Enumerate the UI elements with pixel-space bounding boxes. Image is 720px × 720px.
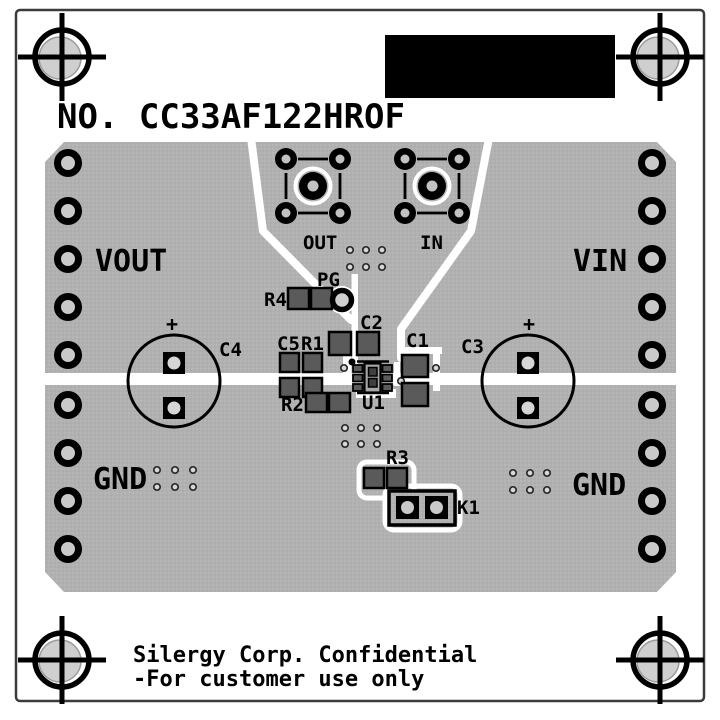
component-r4 — [286, 286, 334, 311]
net-label-gnd-left: GND — [93, 462, 147, 497]
footer-line2: -For customer use only — [133, 667, 424, 692]
left-pad-column — [54, 149, 82, 563]
through-hole-pad — [638, 391, 666, 419]
via-grid-below-u1 — [340, 423, 382, 449]
through-hole-pad — [638, 487, 666, 515]
connector-label-in: IN — [420, 232, 443, 254]
label-blackout-rectangle — [385, 35, 615, 98]
fiducial-mark-bottom-left — [18, 616, 106, 704]
through-hole-pad — [54, 535, 82, 563]
through-hole-pad — [638, 149, 666, 177]
ref-label-r3: R3 — [386, 447, 409, 469]
through-hole-pad — [638, 293, 666, 321]
component-c2 — [327, 330, 381, 357]
net-label-pg: PG — [317, 269, 340, 291]
ref-label-c1: C1 — [406, 330, 429, 352]
through-hole-pad — [638, 341, 666, 369]
through-hole-pad — [54, 391, 82, 419]
pg-test-point — [329, 287, 355, 313]
ref-label-r1: R1 — [301, 333, 324, 355]
sma-connector-out — [275, 148, 351, 224]
through-hole-pad — [54, 341, 82, 369]
through-hole-pad — [54, 149, 82, 177]
through-hole-pad — [638, 535, 666, 563]
through-hole-pad — [638, 439, 666, 467]
footer-line1: Silergy Corp. Confidential — [133, 643, 477, 668]
through-hole-pad — [54, 439, 82, 467]
component-u1 — [352, 360, 393, 395]
fiducial-mark-bottom-right — [616, 616, 704, 704]
polarity-mark-c4: + — [166, 312, 178, 336]
through-hole-pad — [54, 245, 82, 273]
part-number-text: NO. CC33AF122HROF — [57, 97, 405, 137]
net-label-gnd-right: GND — [572, 468, 626, 503]
ref-label-c2: C2 — [360, 312, 383, 334]
ref-label-c4: C4 — [219, 339, 242, 361]
through-hole-pad — [54, 293, 82, 321]
through-hole-pad — [638, 197, 666, 225]
board-outline — [14, 8, 706, 703]
ref-label-c5: C5 — [277, 333, 300, 355]
polarity-mark-c3: + — [523, 312, 535, 336]
ref-label-r4: R4 — [264, 289, 287, 311]
component-c3 — [480, 333, 576, 429]
component-k1 — [387, 489, 457, 527]
ref-label-k1: K1 — [457, 497, 480, 519]
via-grid-gnd-right — [508, 468, 552, 495]
ref-label-c3: C3 — [461, 336, 484, 358]
right-pad-column — [638, 149, 666, 563]
through-hole-pad — [638, 245, 666, 273]
component-c1 — [400, 353, 430, 408]
fiducial-mark-top-left — [18, 13, 106, 101]
through-hole-pad — [54, 197, 82, 225]
net-label-vin: VIN — [573, 244, 627, 279]
ref-label-r2: R2 — [281, 394, 304, 416]
component-r2 — [304, 391, 352, 414]
sma-connector-in — [394, 148, 470, 224]
ref-label-u1: U1 — [362, 392, 385, 414]
through-hole-pad — [54, 487, 82, 515]
filled-via — [348, 358, 356, 366]
component-r3 — [362, 466, 409, 490]
via-grid-gnd-left — [152, 465, 198, 492]
via-grid-top-center — [345, 245, 387, 272]
net-label-vout: VOUT — [95, 244, 167, 279]
fiducial-mark-top-right — [616, 13, 704, 101]
connector-label-out: OUT — [303, 232, 337, 254]
component-c4 — [126, 333, 222, 429]
